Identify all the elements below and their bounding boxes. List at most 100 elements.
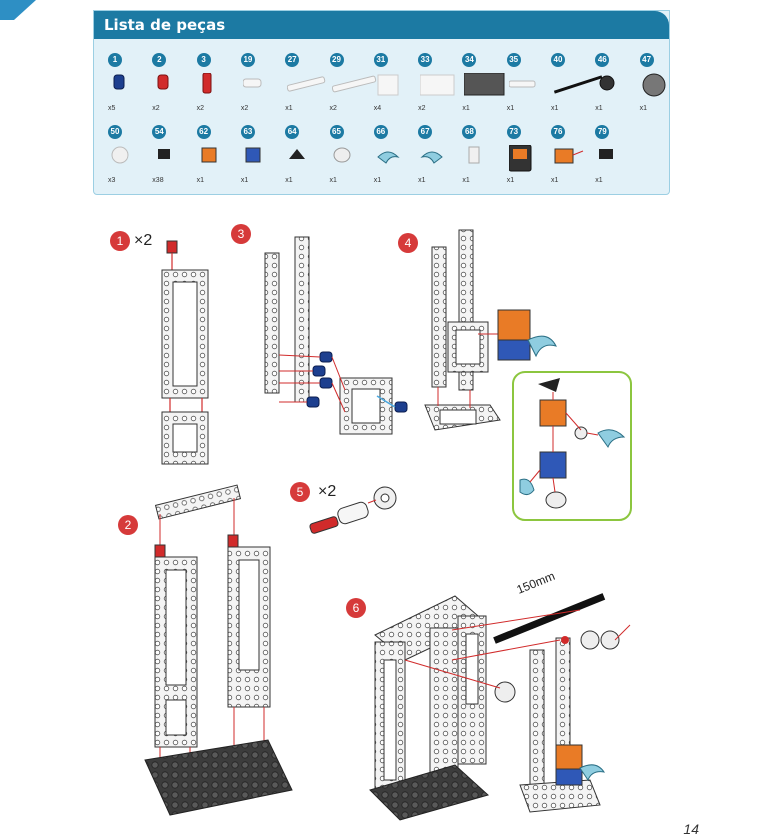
page-number: 14 [683,821,699,837]
red-long-peg-icon [202,73,212,94]
white-beam-3-icon [242,78,262,88]
part-quantity: x2 [240,105,249,112]
gray-base-plate-icon [464,73,505,96]
part-quantity: x1 [639,105,647,112]
part-item: 2 x2 [152,53,196,123]
part-number: 64 [285,125,300,139]
step-6-number: 6 [346,598,366,618]
white-small-beam-icon [508,80,536,88]
part-quantity: x1 [418,177,426,184]
switch-icon [599,149,614,159]
step-1-number: 1 [110,231,130,251]
part-quantity: x4 [373,105,382,112]
part-item: 67 x1 [418,125,462,195]
black-clip-icon [289,149,306,159]
part-number: 35 [506,53,521,67]
blue-cube-icon [245,147,261,163]
part-quantity: x1 [506,105,515,112]
part-quantity: x2 [329,105,337,112]
white-connector-icon [468,146,480,164]
part-quantity: x1 [329,177,337,184]
part-item: 50 x3 [108,125,152,195]
gear-large-icon [642,73,666,97]
part-item: 54 x38 [152,125,196,195]
part-number: 62 [196,125,211,139]
part-number: 76 [551,125,565,139]
step-3-number: 3 [231,224,251,244]
black-pin-icon [158,149,171,159]
part-item: 31 x4 [373,53,418,123]
blue-arm-left-icon [377,151,400,164]
part-quantity: x38 [152,177,164,184]
part-number: 31 [373,53,388,67]
step-2-drawing [144,484,293,816]
parts-list-header: Lista de peças [94,11,669,39]
blue-arm-right-icon [420,151,443,164]
white-beam-11-icon [287,76,326,92]
part-quantity: x2 [418,105,426,112]
part-quantity: x5 [108,105,116,112]
part-quantity: x1 [506,177,515,184]
step-5-drawing [309,486,397,534]
part-number: 3 [196,53,211,67]
part-number: 19 [240,53,255,67]
part-quantity: x2 [152,105,160,112]
part-quantity: x1 [196,177,204,184]
white-wheel-cap-icon [333,147,350,163]
assembly-diagram: 150mm [144,229,632,821]
part-number: 29 [329,53,344,67]
part-number: 40 [551,53,565,67]
part-number: 27 [285,53,300,67]
part-number: 1 [108,53,122,67]
part-quantity: x3 [108,177,116,184]
part-number: 50 [108,125,122,139]
part-quantity: x1 [551,177,559,184]
part-item: 1 x5 [108,53,152,123]
gear-small-icon [599,75,615,91]
part-number: 54 [152,125,167,139]
white-beam-15-icon [331,75,376,93]
step-3-drawing [264,236,408,435]
step-5-multiplier: ×2 [318,483,337,500]
blue-connector-peg-icon [113,74,125,90]
step-2-number: 2 [118,515,138,535]
part-item: 62 x1 [196,125,241,195]
part-quantity: x1 [595,177,603,184]
white-frame-rect-icon [420,74,455,96]
part-number: 79 [595,125,610,139]
part-item: 3 x2 [196,53,241,123]
part-item: 64 x1 [285,125,329,195]
part-item: 19 x2 [240,53,285,123]
part-number: 63 [240,125,255,139]
part-number: 67 [418,125,433,139]
part-number: 34 [462,53,477,67]
part-quantity: x1 [373,177,382,184]
black-rod-icon [553,75,603,94]
step-1-drawing [161,240,209,465]
part-quantity: x1 [285,177,293,184]
red-connector-peg-icon [157,74,169,90]
battery-box-icon [508,145,532,172]
step-1-multiplier: ×2 [134,232,153,249]
white-pulley-icon [111,146,129,164]
rod-length-label: 150mm [515,569,557,597]
part-quantity: x2 [196,105,204,112]
part-quantity: x1 [462,105,470,112]
part-item: 79 x1 [595,125,639,195]
part-number: 2 [152,53,167,67]
part-quantity: x1 [595,105,603,112]
white-frame-square-icon [377,74,399,96]
part-quantity: x1 [462,177,470,184]
part-quantity: x1 [551,105,559,112]
part-item: 29 x2 [329,53,376,123]
